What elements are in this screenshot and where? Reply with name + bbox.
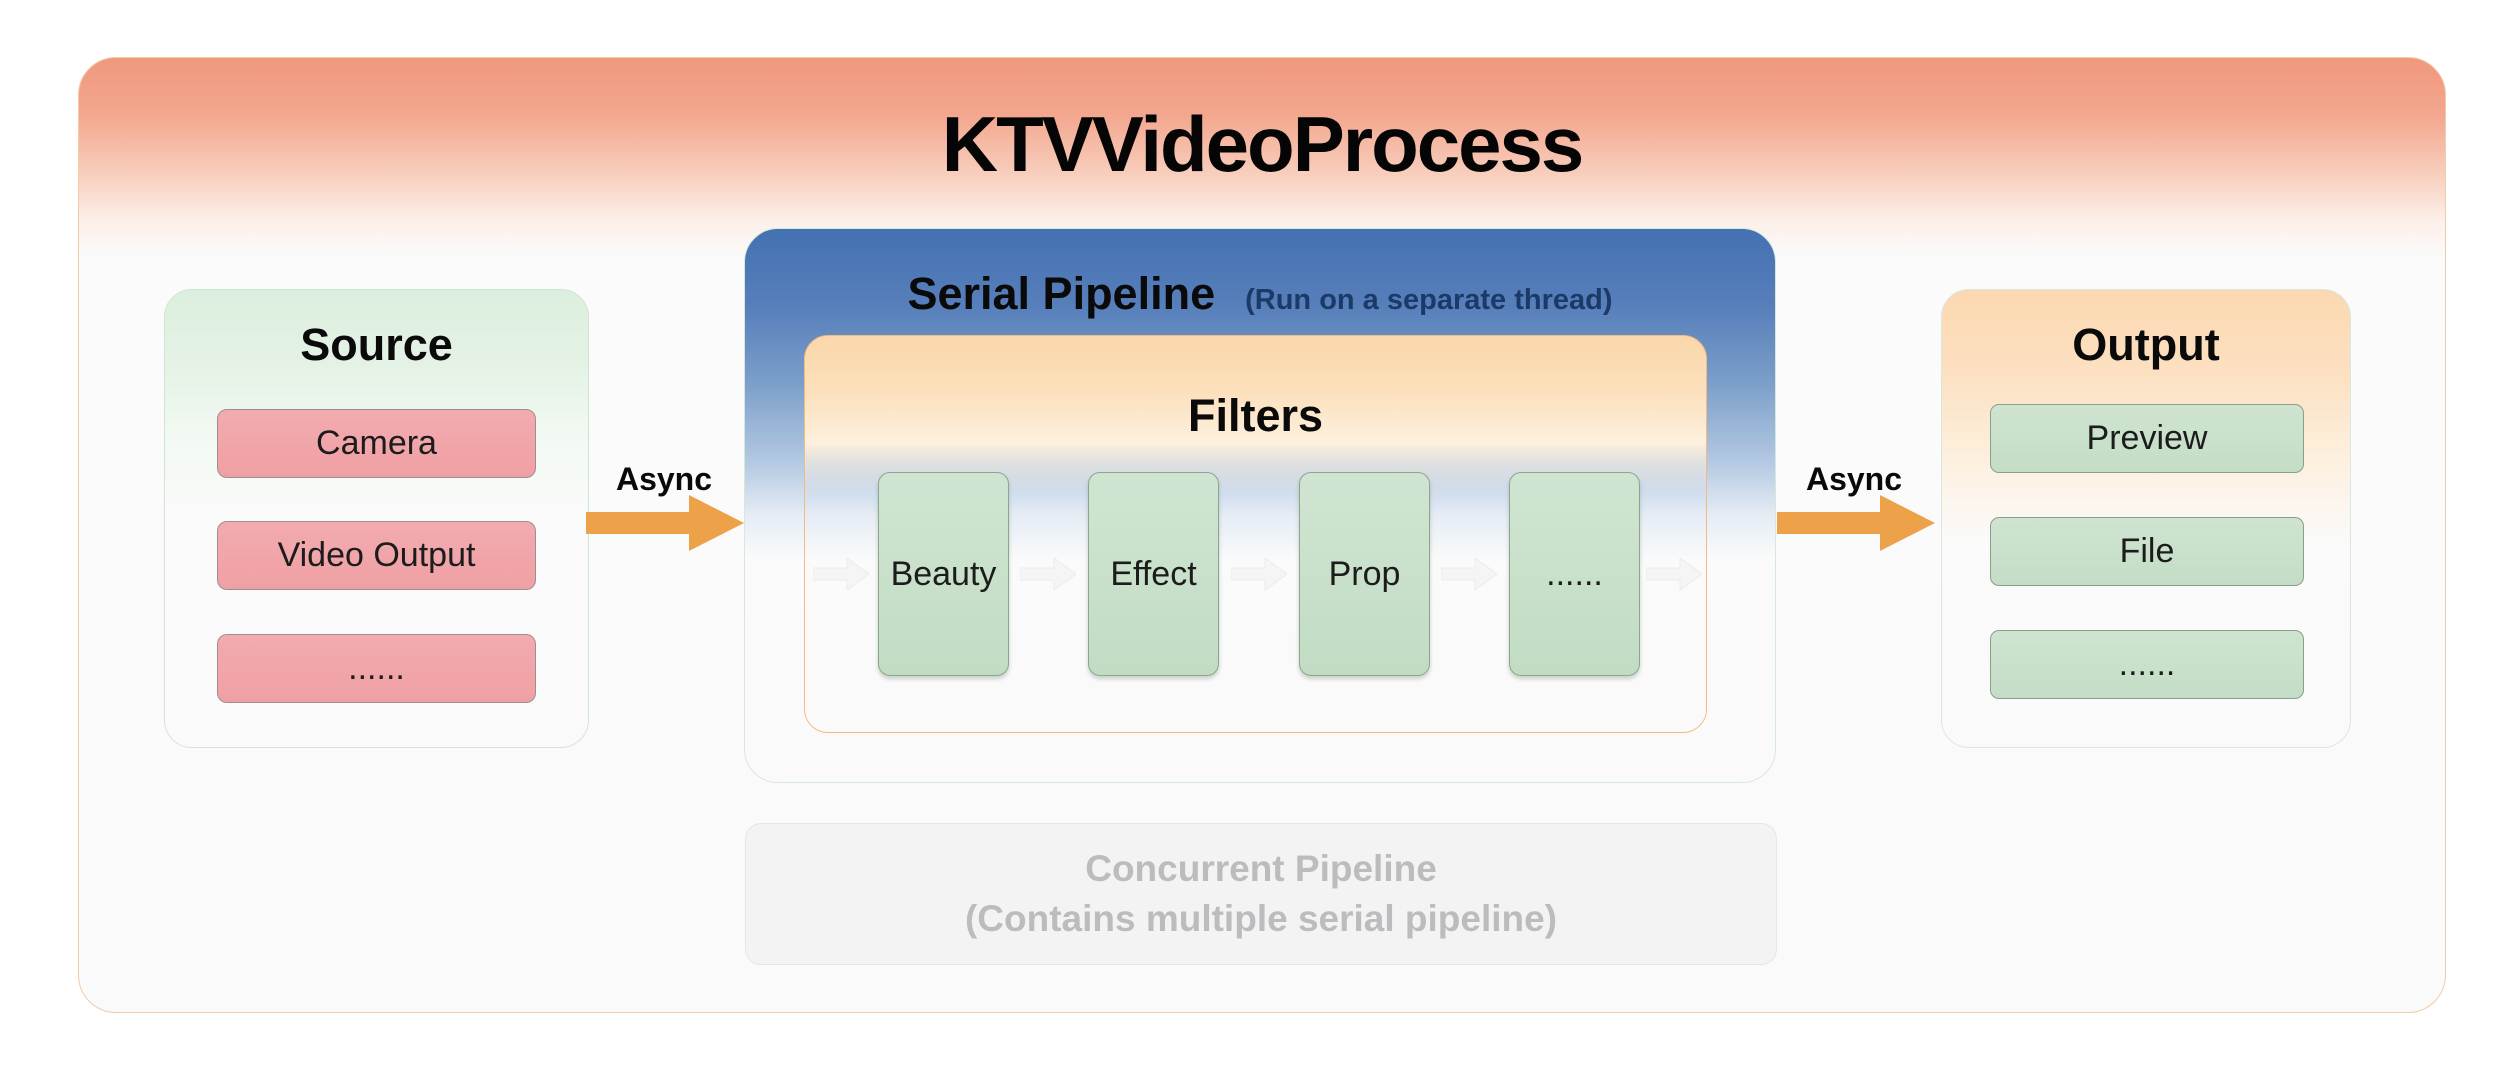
flow-arrow-icon — [1441, 558, 1497, 590]
source-item-camera: Camera — [217, 409, 536, 478]
flow-arrow-icon — [813, 558, 869, 590]
output-panel: Output Preview File ...... — [1941, 289, 2351, 748]
serial-pipeline-title: Serial Pipeline (Run on a separate thread… — [745, 264, 1775, 335]
output-item-file: File — [1990, 517, 2304, 586]
output-item-more: ...... — [1990, 630, 2304, 699]
serial-pipeline-panel: Serial Pipeline (Run on a separate thread… — [744, 228, 1776, 783]
filter-card-beauty: Beauty — [878, 472, 1009, 676]
filters-panel: Filters Beauty Effect Prop ...... — [804, 335, 1707, 733]
serial-pipeline-title-text: Serial Pipeline — [907, 268, 1216, 319]
flow-arrow-icon — [1646, 558, 1702, 590]
serial-pipeline-subtitle: (Run on a separate thread) — [1245, 284, 1613, 316]
flow-arrow-icon — [1231, 558, 1287, 590]
async-label-right: Async — [1805, 461, 1903, 497]
async-arrow-right-icon — [1777, 495, 1935, 551]
async-arrow-left-icon — [586, 495, 744, 551]
flow-arrow-icon — [1020, 558, 1076, 590]
output-panel-title: Output — [2072, 319, 2220, 370]
source-panel: Source Camera Video Output ...... — [164, 289, 589, 748]
concurrent-pipeline-line2: (Contains multiple serial pipeline) — [964, 898, 1558, 939]
filters-panel-title: Filters — [1187, 390, 1324, 441]
source-panel-title: Source — [300, 319, 453, 370]
output-item-preview: Preview — [1990, 404, 2304, 473]
filter-card-effect: Effect — [1088, 472, 1219, 676]
source-item-video-output: Video Output — [217, 521, 536, 590]
async-label-left: Async — [615, 461, 713, 497]
page-title: KTVVideoProcess — [941, 100, 1585, 188]
ktvvideoprocess-container: KTVVideoProcess Source Camera Video Outp… — [78, 57, 2446, 1013]
filter-card-prop: Prop — [1299, 472, 1430, 676]
concurrent-pipeline-panel: Concurrent Pipeline (Contains multiple s… — [745, 823, 1777, 965]
filter-card-more: ...... — [1509, 472, 1640, 676]
concurrent-pipeline-line1: Concurrent Pipeline — [1085, 848, 1437, 889]
source-item-more: ...... — [217, 634, 536, 703]
